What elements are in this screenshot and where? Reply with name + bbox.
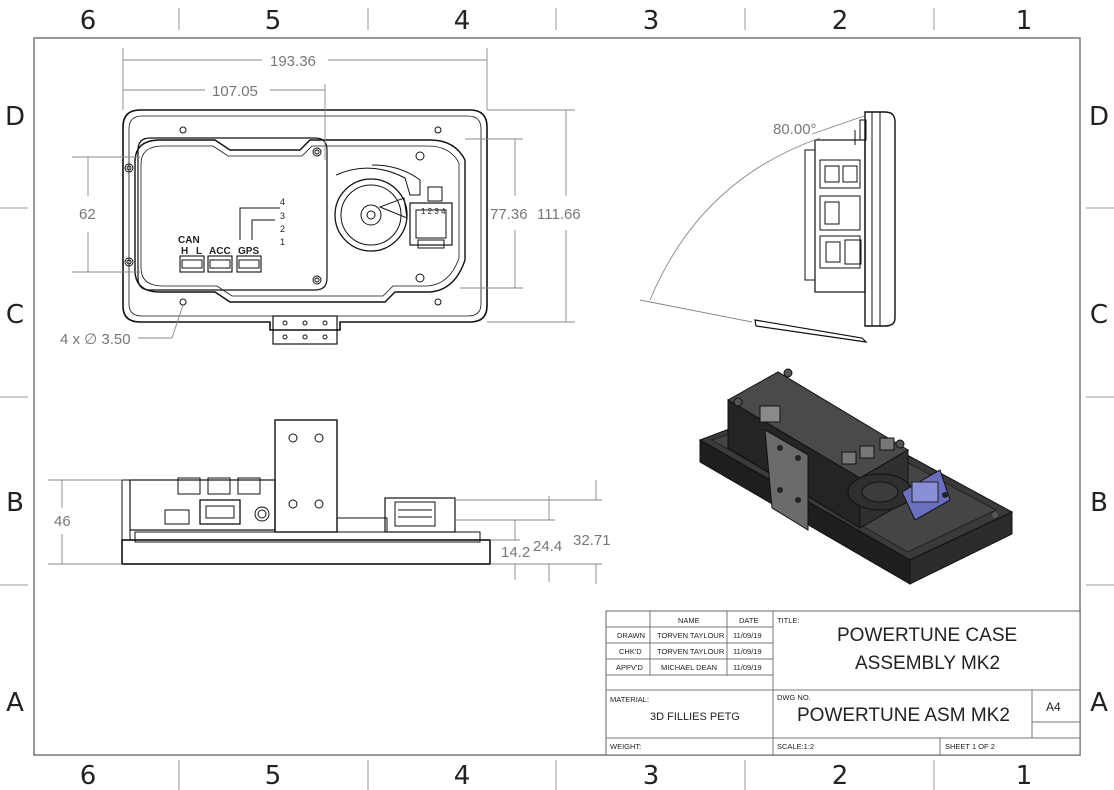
tb-title-label: TITLE:	[777, 616, 800, 625]
tb-scale: SCALE:1:2	[777, 742, 814, 751]
zone-col-4-bottom: 4	[454, 761, 471, 790]
tb-role-drawn: DRAWN	[617, 631, 645, 640]
zone-row-a-left: A	[6, 688, 24, 718]
tb-col-date: DATE	[739, 616, 758, 625]
dim-height-111: 111.66	[537, 206, 581, 223]
tb-date-checked: 11/09/19	[733, 647, 762, 656]
zone-col-2-top: 2	[832, 6, 849, 36]
zone-frame	[0, 8, 1114, 790]
zone-col-6-bottom: 6	[80, 761, 97, 790]
tb-dwg-label: DWG NO.	[777, 693, 811, 702]
tb-sheet: SHEET 1 OF 2	[945, 742, 995, 751]
zone-row-b-right: B	[1090, 488, 1108, 518]
dim-overall-width: 193.36	[270, 53, 316, 70]
tb-size: A4	[1046, 700, 1061, 714]
tb-material: 3D FILLIES PETG	[650, 711, 740, 723]
zone-col-1-top: 1	[1016, 6, 1033, 36]
zone-col-6-top: 6	[80, 6, 97, 36]
tb-name-approved: MICHAEL DEAN	[661, 663, 717, 672]
zone-col-2-bottom: 2	[832, 761, 849, 790]
zone-col-1-bottom: 1	[1016, 761, 1033, 790]
dim-front-32: 32.71	[573, 532, 611, 549]
dim-front-14: 14.2	[501, 544, 530, 561]
zone-col-3-bottom: 3	[643, 761, 660, 790]
pin-number-2: 2	[280, 224, 285, 234]
tb-name-drawn: TORVEN TAYLOUR	[657, 631, 725, 640]
zone-row-d-right: D	[1089, 102, 1109, 132]
dim-inner-height: 62	[79, 206, 96, 223]
zone-row-d-left: D	[5, 102, 25, 132]
side-view	[639, 111, 896, 343]
label-acc: ACC	[209, 246, 231, 257]
zone-row-a-right: A	[1090, 688, 1108, 718]
zone-row-c-right: C	[1090, 300, 1108, 330]
zone-col-5-bottom: 5	[265, 761, 282, 790]
tb-col-name: NAME	[678, 616, 700, 625]
tb-dwg-number: POWERTUNE ASM MK2	[797, 705, 1010, 726]
tb-date-approved: 11/09/19	[733, 663, 762, 672]
pin-numbers-horizontal: 1 2 3 4	[421, 207, 446, 216]
tb-role-approved: APPV'D	[616, 663, 643, 672]
pin-number-3: 3	[280, 211, 285, 221]
tb-role-checked: CHK'D	[619, 647, 642, 656]
zone-col-5-top: 5	[265, 6, 282, 36]
zone-row-b-left: B	[6, 488, 24, 518]
dim-front-height: 46	[54, 513, 71, 530]
label-can-l: L	[196, 246, 202, 257]
pin-number-1: 1	[280, 237, 285, 247]
zone-col-4-top: 4	[454, 6, 471, 36]
label-can-h: H	[181, 246, 188, 257]
front-view	[48, 419, 602, 584]
tb-material-label: MATERIAL:	[610, 695, 649, 704]
dim-front-24: 24.4	[533, 538, 562, 555]
isometric-view	[698, 368, 1014, 585]
tb-title-line2: ASSEMBLY MK2	[855, 653, 1000, 674]
dim-height-77: 77.36	[490, 206, 528, 223]
dim-angle: 80.00°	[773, 121, 817, 138]
hole-callout: 4 x ∅ 3.50	[60, 331, 131, 348]
tb-weight-label: WEIGHT:	[610, 742, 641, 751]
label-can: CAN	[178, 235, 200, 246]
label-gps: GPS	[238, 246, 259, 257]
dim-partial-width: 107.05	[212, 83, 258, 100]
tb-date-drawn: 11/09/19	[733, 631, 762, 640]
tb-title-line1: POWERTUNE CASE	[837, 625, 1017, 646]
zone-row-c-left: C	[6, 300, 24, 330]
zone-col-3-top: 3	[643, 6, 660, 36]
tb-name-checked: TORVEN TAYLOUR	[657, 647, 725, 656]
title-block	[605, 610, 1081, 756]
top-view: 1 2 3 4 CAN H L ACC GPS 4 3 2 1	[72, 48, 575, 345]
pin-number-4: 4	[280, 197, 285, 207]
